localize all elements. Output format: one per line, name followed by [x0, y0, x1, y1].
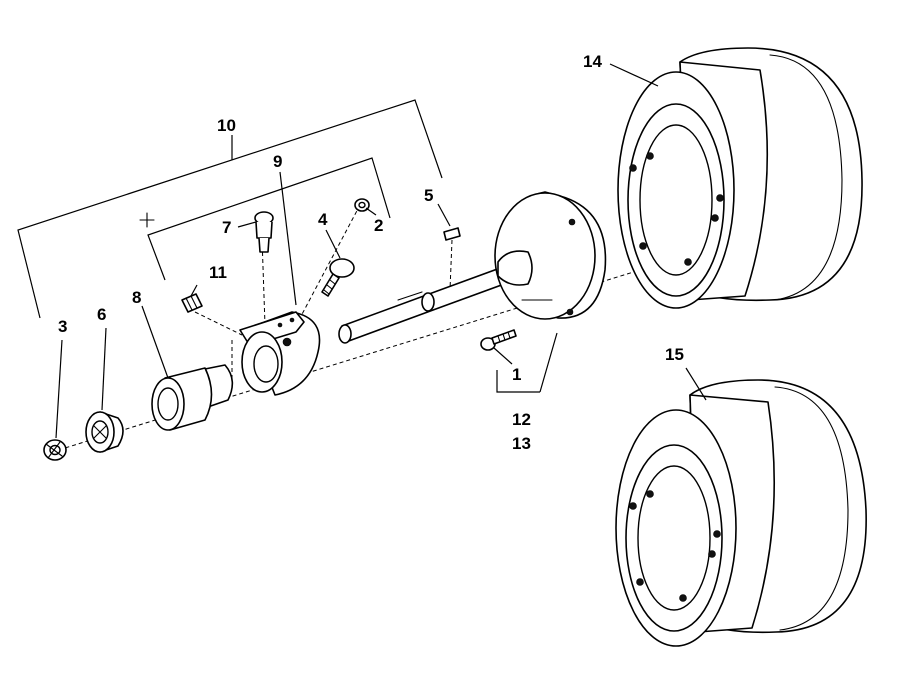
callout-4: 4	[318, 210, 328, 229]
callout-11: 11	[209, 263, 227, 282]
callout-6: 6	[97, 305, 106, 324]
callout-13: 13	[512, 434, 531, 453]
callout-12: 12	[512, 410, 531, 429]
callout-15: 15	[665, 345, 684, 364]
part-9-collar	[239, 311, 321, 396]
flange-disk	[494, 191, 607, 320]
callout-labels: 3 6 8 7 11 10 9 4 2 5 1 12 13 14 15	[58, 52, 684, 453]
callout-2: 2	[374, 216, 383, 235]
part-11-set-screw	[181, 293, 203, 313]
callout-14: 14	[583, 52, 602, 71]
bracket-group-10	[17, 99, 443, 319]
part-4-bolt	[321, 258, 355, 297]
callout-8: 8	[132, 288, 141, 307]
part-6-bushing	[85, 411, 124, 453]
callout-10: 10	[217, 116, 236, 135]
part-7-pin	[254, 211, 274, 253]
crosshair-mark	[139, 212, 155, 228]
bracket-group-9	[147, 157, 391, 306]
callout-1: 1	[512, 365, 521, 384]
part-3-nut	[43, 439, 67, 461]
bracket-group-12	[496, 332, 558, 393]
callout-9: 9	[273, 152, 282, 171]
part-8-sleeve	[151, 364, 234, 431]
part-15-drum	[615, 379, 867, 647]
part-5-key	[443, 227, 461, 241]
part-1-screw	[480, 329, 517, 351]
callout-5: 5	[424, 186, 433, 205]
part-14-drum	[617, 47, 863, 309]
callout-3: 3	[58, 317, 67, 336]
part-2-nut	[354, 198, 370, 212]
callout-7: 7	[222, 218, 231, 237]
callout-leaders	[55, 63, 707, 439]
